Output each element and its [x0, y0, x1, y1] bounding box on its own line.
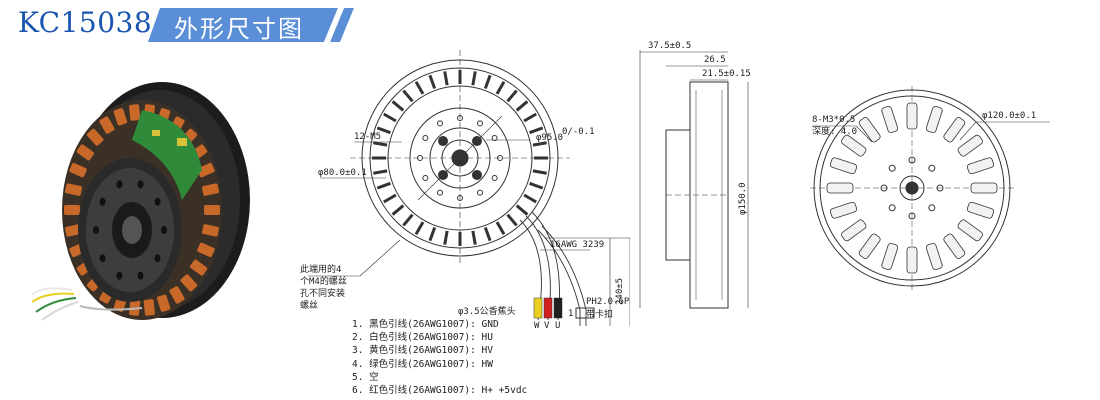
mount-note-line-3: 孔不同安装: [300, 287, 345, 299]
dim-connector-label: PH2.0-6P: [586, 297, 630, 307]
phase-label-u: U: [555, 321, 560, 330]
dim-mid-label: 26.5: [704, 55, 726, 65]
page-title: 外形尺寸图: [174, 15, 304, 43]
model-code: KC15038: [18, 6, 153, 39]
wire-legend-item: 4. 绿色引线(26AWG1007): HW: [352, 358, 493, 370]
dim-inner-dia-label: φ80.0±0.1: [318, 168, 367, 178]
motor-photo: [32, 82, 250, 321]
wire-legend: 1. 黑色引线(26AWG1007): GND 2. 白色引线(26AWG100…: [352, 318, 527, 397]
wire-legend-item: 2. 白色引线(26AWG1007): HU: [352, 332, 493, 344]
dim-plug-label: φ3.5公香蕉头: [458, 305, 516, 317]
wire-legend-item: 1. 黑色引线(26AWG1007): GND: [352, 319, 499, 330]
dim-pcd-label: φ120.0±0.1: [982, 111, 1036, 121]
header: KC15038 外形尺寸图: [0, 0, 360, 48]
front-view-drawing: 12-M5 φ80.0±0.1 φ95.0 0/-0.1 16AWG 3239 …: [300, 50, 630, 330]
dim-total-label: 37.5±0.5: [648, 41, 691, 51]
wire-legend-item: 5. 空: [352, 371, 379, 383]
mount-note-line-1: 此端用的4: [300, 263, 341, 275]
wire-legend-item: 3. 黄色引线(26AWG1007): HV: [352, 345, 493, 357]
pin-one-label: 1: [568, 309, 573, 319]
dim-connector-note-label: 带卡扣: [586, 308, 613, 320]
dim-wire-spec-label: 16AWG 3239: [550, 240, 604, 250]
dim-holes-label: 12-M5: [354, 132, 381, 142]
dim-flange-dia-label: φ95.0: [536, 133, 563, 143]
rear-view-drawing: 8-M3*0.5 深度: 4.0 φ120.0±0.1: [810, 86, 1050, 290]
phase-label-v: V: [544, 321, 550, 330]
dim-depth-label: 深度: 4.0: [812, 125, 857, 137]
dim-outer-dia-label: φ150.0: [738, 182, 748, 215]
dim-body-label: 21.5±0.15: [702, 69, 751, 79]
phase-label-w: W: [534, 321, 540, 330]
wire-legend-item: 6. 红色引线(26AWG1007): H+ +5vdc: [352, 385, 528, 397]
mount-note-line-4: 螺丝: [300, 299, 318, 311]
dim-flange-tol-label: 0/-0.1: [562, 127, 595, 137]
title-banner: 外形尺寸图: [148, 6, 354, 44]
dim-threads-label: 8-M3*0.5: [812, 115, 855, 125]
side-view-drawing: 37.5±0.5 26.5 21.5±0.15 φ150.0: [639, 41, 751, 309]
mount-note-line-2: 个M4的螺丝: [300, 275, 347, 287]
dim-lead-len-label: 240±5: [615, 278, 625, 305]
